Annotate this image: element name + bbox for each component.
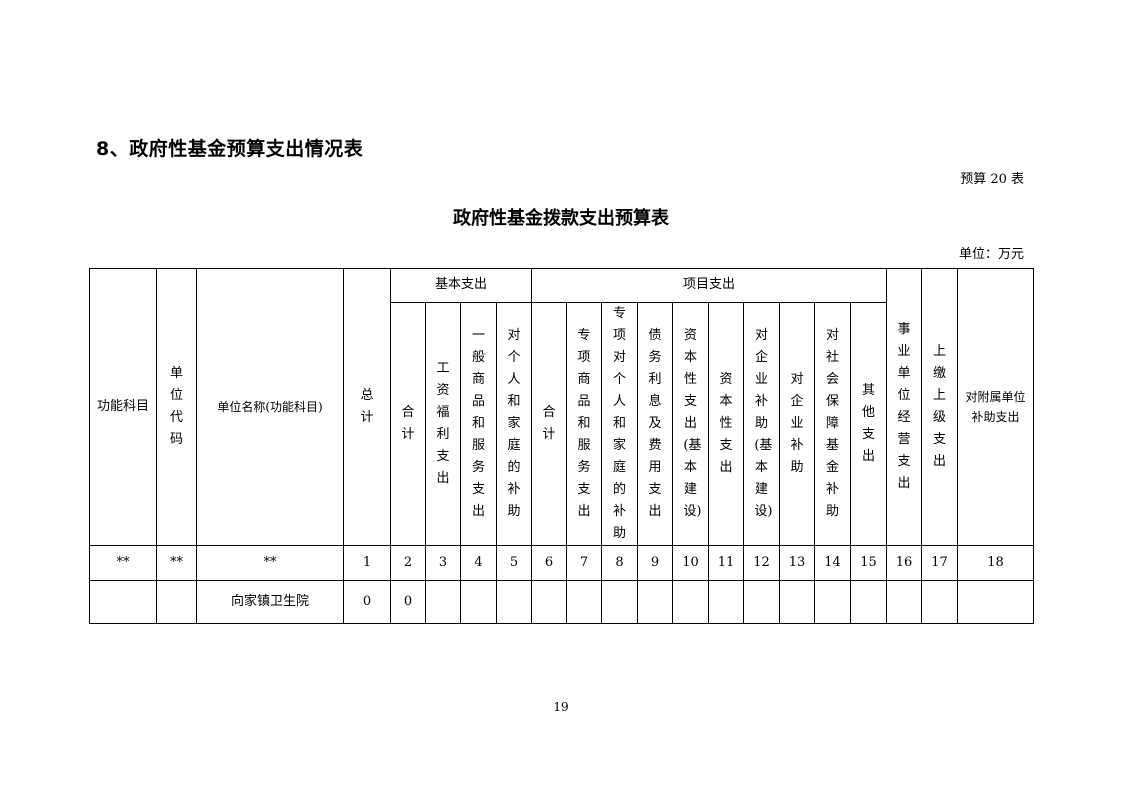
cell-empty (743, 580, 781, 624)
index-cell: 14 (814, 545, 852, 581)
cell-empty (531, 580, 568, 624)
cell-empty (850, 580, 888, 624)
cell-unit-code (156, 580, 197, 624)
index-cell: 17 (921, 545, 959, 581)
cell-unit-name: 向家镇卫生院 (196, 580, 344, 624)
cell-empty (779, 580, 816, 624)
table-title: 政府性基金拨款支出预算表 (453, 208, 669, 229)
header-proj-debt: 债务利息及费用支出 (637, 302, 674, 546)
index-cell: ** (196, 545, 344, 581)
index-cell: 8 (601, 545, 639, 581)
index-cell: 2 (390, 545, 426, 581)
header-basic-total: 合计 (390, 302, 426, 546)
header-proj-ent: 对企业补助 (779, 302, 816, 546)
cell-empty (672, 580, 710, 624)
cell-empty (566, 580, 603, 624)
cell-empty (957, 580, 1035, 624)
budget-table: 功能科目 单位代码 单位名称(功能科目) 总计 基本支出 项目支出 事业单位经营… (89, 268, 1035, 624)
header-proj-total: 合计 (531, 302, 568, 546)
header-basic-goods: 一般商品和服务支出 (460, 302, 497, 546)
cell-empty (495, 580, 533, 624)
header-total: 总计 (343, 268, 391, 546)
header-basic-wage: 工资福利支出 (425, 302, 461, 546)
cell-empty (637, 580, 674, 624)
index-cell: 18 (957, 545, 1035, 581)
table-number: 预算 20 表 (960, 172, 1024, 187)
header-unit-name: 单位名称(功能科目) (196, 268, 344, 546)
index-cell: 9 (637, 545, 674, 581)
cell-empty (425, 580, 461, 624)
cell-empty (814, 580, 852, 624)
index-cell: 5 (495, 545, 533, 581)
cell-basic-total: 0 (390, 580, 426, 624)
header-proj-social: 对社会保障基金补助 (814, 302, 852, 546)
cell-empty (886, 580, 923, 624)
header-proj-subsidy: 专项对个人和家庭的补助 (601, 302, 639, 546)
index-cell: 10 (672, 545, 710, 581)
page-number: 19 (553, 700, 569, 714)
cell-empty (921, 580, 959, 624)
header-operating: 事业单位经营支出 (886, 268, 923, 546)
index-cell: 13 (779, 545, 816, 581)
index-cell: 15 (850, 545, 888, 581)
cell-empty (601, 580, 639, 624)
section-title: 8、政府性基金预算支出情况表 (96, 138, 364, 160)
index-cell: 16 (886, 545, 923, 581)
cell-func-subject (89, 580, 157, 624)
cell-total: 0 (343, 580, 391, 624)
header-upper: 上缴上级支出 (921, 268, 959, 546)
header-proj-capital: 资本性支出 (708, 302, 745, 546)
index-cell: ** (89, 545, 157, 581)
header-row-2: 合计 工资福利支出 一般商品和服务支出 对个人和家庭的补助 合计 专项商品和服务… (90, 302, 1034, 546)
unit-label: 单位：万元 (958, 247, 1024, 262)
index-cell: 3 (425, 545, 461, 581)
header-proj-capital-build: 资本性支出(基本建设) (672, 302, 710, 546)
table-row: 向家镇卫生院 0 0 (89, 580, 1035, 624)
index-cell: 11 (708, 545, 745, 581)
header-affiliated: 对附属单位补助支出 (957, 268, 1035, 546)
header-proj-ent-build: 对企业补助(基本建设) (743, 302, 781, 546)
header-row-1: 功能科目 单位代码 单位名称(功能科目) 总计 基本支出 项目支出 事业单位经营… (89, 268, 1035, 546)
cell-empty (460, 580, 497, 624)
index-cell: ** (156, 545, 197, 581)
index-cell: 1 (343, 545, 391, 581)
index-cell: 4 (460, 545, 497, 581)
header-func-subject: 功能科目 (89, 268, 157, 546)
header-proj-goods: 专项商品和服务支出 (566, 302, 603, 546)
header-project: 项目支出 (531, 268, 888, 303)
cell-empty (708, 580, 745, 624)
index-cell: 12 (743, 545, 781, 581)
index-row: ** ** ** 1 2 3 4 5 6 7 8 9 10 11 12 13 1… (89, 545, 1035, 581)
index-cell: 6 (531, 545, 568, 581)
header-basic: 基本支出 (389, 268, 533, 303)
index-cell: 7 (566, 545, 603, 581)
header-unit-code: 单位代码 (156, 268, 197, 546)
header-proj-other: 其他支出 (850, 302, 888, 546)
header-basic-subsidy: 对个人和家庭的补助 (495, 302, 533, 546)
